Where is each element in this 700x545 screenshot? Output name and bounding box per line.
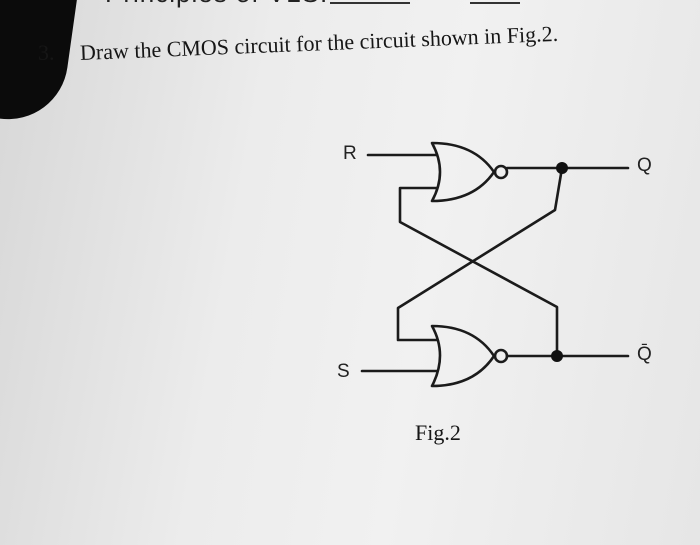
question-number: 3. (38, 40, 55, 65)
input-label-r: R (343, 143, 357, 164)
header-underline (330, 2, 410, 4)
nor-gate-top (430, 141, 496, 203)
header-title: Principles of VLSI (105, 0, 328, 9)
wire-feedback-qbar (398, 186, 559, 358)
inverter-bubble-bottom (493, 348, 509, 364)
output-label-q: Q (637, 155, 652, 176)
figure-caption: Fig.2 (415, 420, 461, 445)
header-underline (470, 2, 520, 4)
nor-gate-bottom (430, 324, 496, 388)
junction-dot-q (556, 162, 568, 174)
input-label-s: S (337, 361, 350, 382)
output-label-qbar: Q̄ (637, 344, 652, 365)
junction-dot-qbar (551, 350, 563, 362)
inverter-bubble-top (493, 164, 509, 180)
wire-feedback-q (396, 166, 564, 342)
